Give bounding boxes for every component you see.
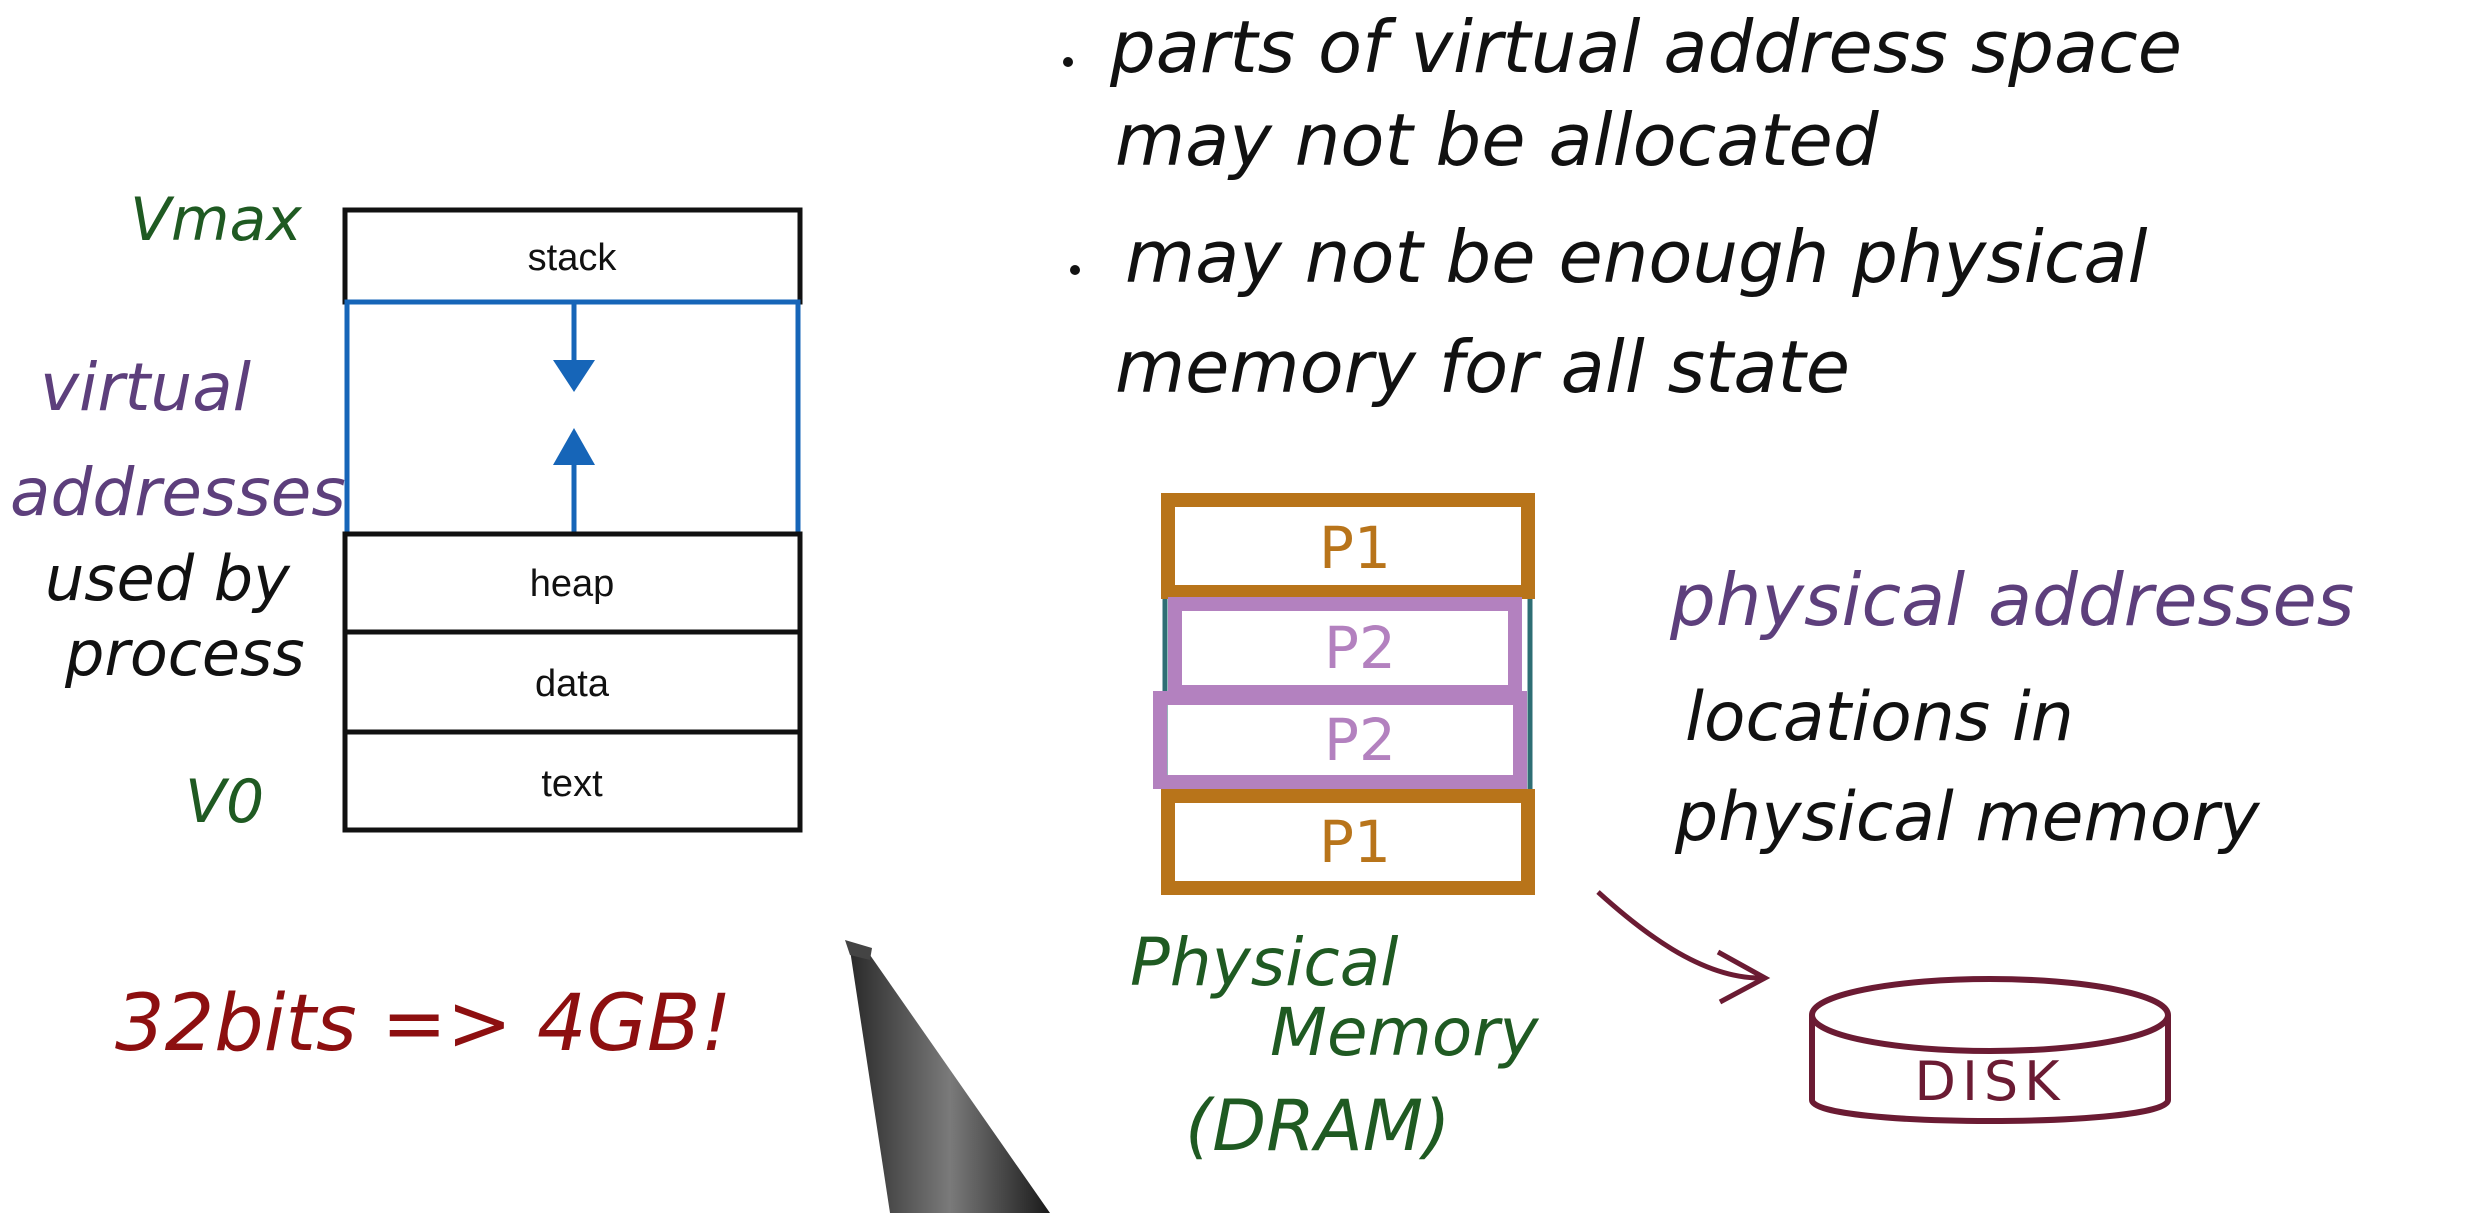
disk-body [1809,1015,2171,1124]
page-3-box [1153,691,1527,789]
heap-growth-arrowhead [553,428,595,465]
bullet-dot-2 [1070,265,1080,275]
page-4-label: P1 [1319,808,1391,876]
bullet-1-line1: parts of virtual address space [1109,5,2182,89]
data-label: data [535,663,610,705]
bits-note: 32bits => 4GB! [115,979,732,1069]
page-4-box [1161,789,1535,895]
disk-arrowhead [1716,949,1771,1005]
physical-addresses-desc-line1: locations in [1685,678,2074,757]
physical-addresses-title: physical addresses [1669,558,2354,642]
page-3-label: P2 [1324,706,1396,774]
vmax-label: Vmax [130,185,302,255]
stack-growth-arrowhead [553,360,595,392]
bullet-2-line1: may not be enough physical [1125,215,2147,299]
bullet-list: parts of virtual address space may not b… [1063,5,2182,409]
disk-icon: DISK [1809,976,2171,1124]
page-2-label: P2 [1324,614,1396,682]
virtual-label-line1: virtual [40,349,252,426]
bullet-dot-1 [1063,57,1073,67]
virtual-address-space: stack heap data text [342,207,803,833]
memory-caption-line3: (DRAM) [1185,1085,1450,1167]
process-label: process [64,617,305,690]
disk-top [1809,976,2171,1054]
bullet-1-line2: may not be allocated [1115,98,1880,182]
memory-caption-line2: Memory [1270,994,1539,1071]
memory-caption-line1: Physical [1130,924,1399,1001]
disk-label: DISK [1914,1050,2065,1113]
pen-image [845,940,1050,1213]
disk-arrow [1596,890,1761,981]
bullet-2-line2: memory for all state [1115,325,1850,409]
heap-label: heap [530,563,615,605]
virtual-label-line2: addresses [10,454,346,531]
page-1-box [1161,493,1535,599]
stack-label: stack [528,237,618,279]
used-by-label: used by [45,542,291,615]
physical-addresses-desc-line2: physical memory [1674,778,2260,857]
page-1-label: P1 [1319,514,1391,582]
v0-label: V0 [185,767,264,837]
physical-memory: P1 P2 P2 P1 [1153,493,1535,895]
text-segment [342,729,803,833]
text-label: text [541,763,603,805]
